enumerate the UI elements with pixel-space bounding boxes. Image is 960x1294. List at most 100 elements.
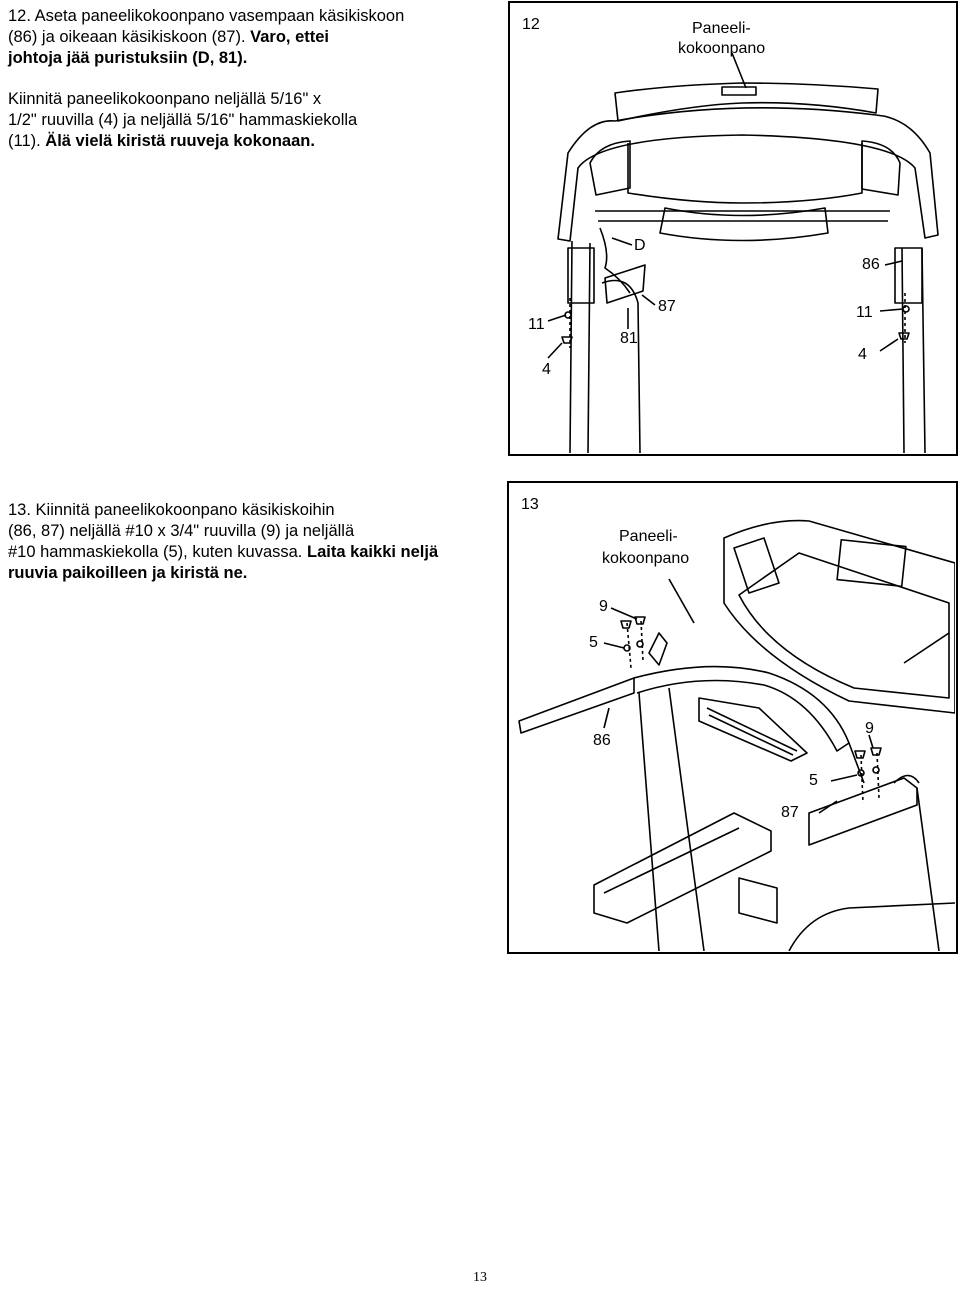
leader-panel	[668, 578, 695, 624]
console-display-area	[738, 552, 950, 699]
console-slot	[721, 86, 757, 96]
right-upright-inner	[901, 247, 905, 453]
right-bracket	[893, 774, 920, 784]
left-handrail-86	[518, 677, 635, 734]
wire-D	[599, 227, 631, 294]
callout-81: 81	[620, 330, 638, 347]
figure-step13: 13 Paneeli- kokoonpano 9 5 86 9 5 87	[507, 481, 958, 954]
left-screw-9a	[620, 620, 632, 629]
callout-4-right: 4	[858, 346, 867, 363]
callout-5-left: 5	[589, 634, 598, 651]
left-upright-outer	[569, 240, 573, 453]
right-screw-9a	[854, 750, 866, 759]
left-upright-inner	[668, 687, 705, 951]
figure12-drawing: 12 Paneeli- kokoonpano D 86 87 11 11 81 …	[522, 16, 939, 453]
step12-instruction: 12. Aseta paneelikokoonpano vasempaan kä…	[8, 6, 458, 69]
console-inner-tray	[627, 143, 863, 204]
fig13-panel-label-1: Paneeli-	[619, 528, 678, 545]
step13-line3: #10 hammaskiekolla (5), kuten kuvassa.	[8, 543, 307, 561]
callout-87: 87	[658, 298, 676, 315]
step12-warning-start: Varo, ettei	[250, 28, 329, 46]
step12-p2-line3: (11).	[8, 132, 46, 150]
lower-step	[738, 877, 778, 924]
left-upright-inner	[587, 242, 591, 453]
right-screw-9b	[870, 747, 882, 756]
step12-line2: (86) ja oikeaan käsikiskoon (87).	[8, 28, 251, 46]
left-handrail-bracket	[567, 247, 595, 304]
right-screw-guide-1	[860, 754, 864, 804]
left-handrail-86	[604, 264, 646, 304]
leader-86	[603, 707, 610, 729]
step12-p2-line2: 1/2" ruuvilla (4) ja neljällä 5/16" hamm…	[8, 111, 358, 129]
leader-11-left	[547, 314, 567, 322]
right-washer-11	[902, 305, 910, 313]
right-handrail-87	[808, 777, 918, 846]
left-washer-5b	[636, 640, 644, 648]
callout-86: 86	[862, 256, 880, 273]
step12-p2-line1: Kiinnitä paneelikokoonpano neljällä 5/16…	[8, 90, 322, 108]
leader-4-left	[547, 342, 563, 359]
fig12-panel-label-1: Paneeli-	[692, 20, 751, 37]
left-screw-4	[561, 336, 573, 344]
step13-line1: 13. Kiinnitä paneelikokoonpano käsikisko…	[8, 501, 335, 519]
console-right-edge	[903, 632, 950, 664]
right-handrail-bracket	[894, 247, 923, 304]
leader-D	[611, 237, 633, 246]
callout-D: D	[634, 237, 646, 254]
callout-86: 86	[593, 732, 611, 749]
step12-tighten-warning: Älä vielä kiristä ruuveja kokonaan.	[45, 132, 315, 150]
console-shell	[557, 106, 939, 242]
console-underside	[659, 207, 829, 242]
step12-line1: 12. Aseta paneelikokoonpano vasempaan kä…	[8, 7, 405, 25]
leader-4-right	[879, 338, 899, 352]
leader-87	[818, 800, 838, 814]
callout-9-left: 9	[599, 598, 608, 615]
console-body	[723, 519, 955, 714]
console-top-edge	[614, 82, 879, 122]
leader-11-right	[879, 308, 904, 312]
figure-step12: 12 Paneeli- kokoonpano D 86 87 11 11 81 …	[508, 1, 958, 456]
callout-5-right: 5	[809, 772, 818, 789]
leader-9-left	[610, 607, 638, 620]
page-number: 13	[473, 1270, 487, 1285]
leader-9-right	[868, 734, 874, 749]
deck-edge	[788, 902, 955, 951]
leader-5-left	[603, 642, 625, 649]
leader-87	[641, 294, 656, 306]
right-washer-5b	[872, 766, 880, 774]
figure13-drawing: 13 Paneeli- kokoonpano 9 5 86 9 5 87	[518, 496, 955, 951]
leader-panel	[731, 52, 747, 89]
step13-instruction: 13. Kiinnitä paneelikokoonpano käsikisko…	[8, 500, 488, 584]
left-screw-guide-1	[626, 622, 632, 669]
step13-bold-end: ruuvia paikoilleen ja kiristä ne.	[8, 564, 248, 582]
console-left-pocket	[733, 537, 780, 594]
right-screw-guide-2	[876, 752, 880, 799]
lower-tray-lip	[603, 827, 740, 894]
callout-11-right: 11	[856, 304, 873, 321]
fig12-panel-label-2: kokoonpano	[678, 40, 765, 57]
console-left-pocket	[589, 140, 631, 196]
fig13-step-number: 13	[521, 496, 539, 513]
callout-9-right: 9	[865, 720, 874, 737]
callout-11-left: 11	[528, 316, 545, 333]
leader-5-right	[830, 774, 858, 782]
fig12-step-number: 12	[522, 16, 540, 33]
step12-warning-end: johtoja jää puristuksiin (D, 81).	[8, 49, 248, 67]
step13-bold-start: Laita kaikki neljä	[306, 543, 439, 561]
fig13-panel-label-2: kokoonpano	[602, 550, 689, 567]
handrail-arch	[633, 665, 850, 752]
callout-87: 87	[781, 804, 799, 821]
wire-81	[601, 279, 641, 453]
left-bracket	[648, 632, 668, 666]
lower-tray	[593, 812, 772, 924]
right-screw-4	[898, 332, 910, 340]
callout-4-left: 4	[542, 361, 551, 378]
left-screw-9b	[634, 616, 646, 625]
fan-grille	[698, 697, 808, 762]
step13-line2: (86, 87) neljällä #10 x 3/4" ruuvilla (9…	[8, 522, 355, 540]
step12-fastening-instruction: Kiinnitä paneelikokoonpano neljällä 5/16…	[8, 89, 478, 152]
grille-line-2	[708, 714, 794, 756]
right-upright	[916, 787, 940, 951]
leader-86	[884, 260, 903, 266]
grille-line-1	[706, 707, 798, 752]
